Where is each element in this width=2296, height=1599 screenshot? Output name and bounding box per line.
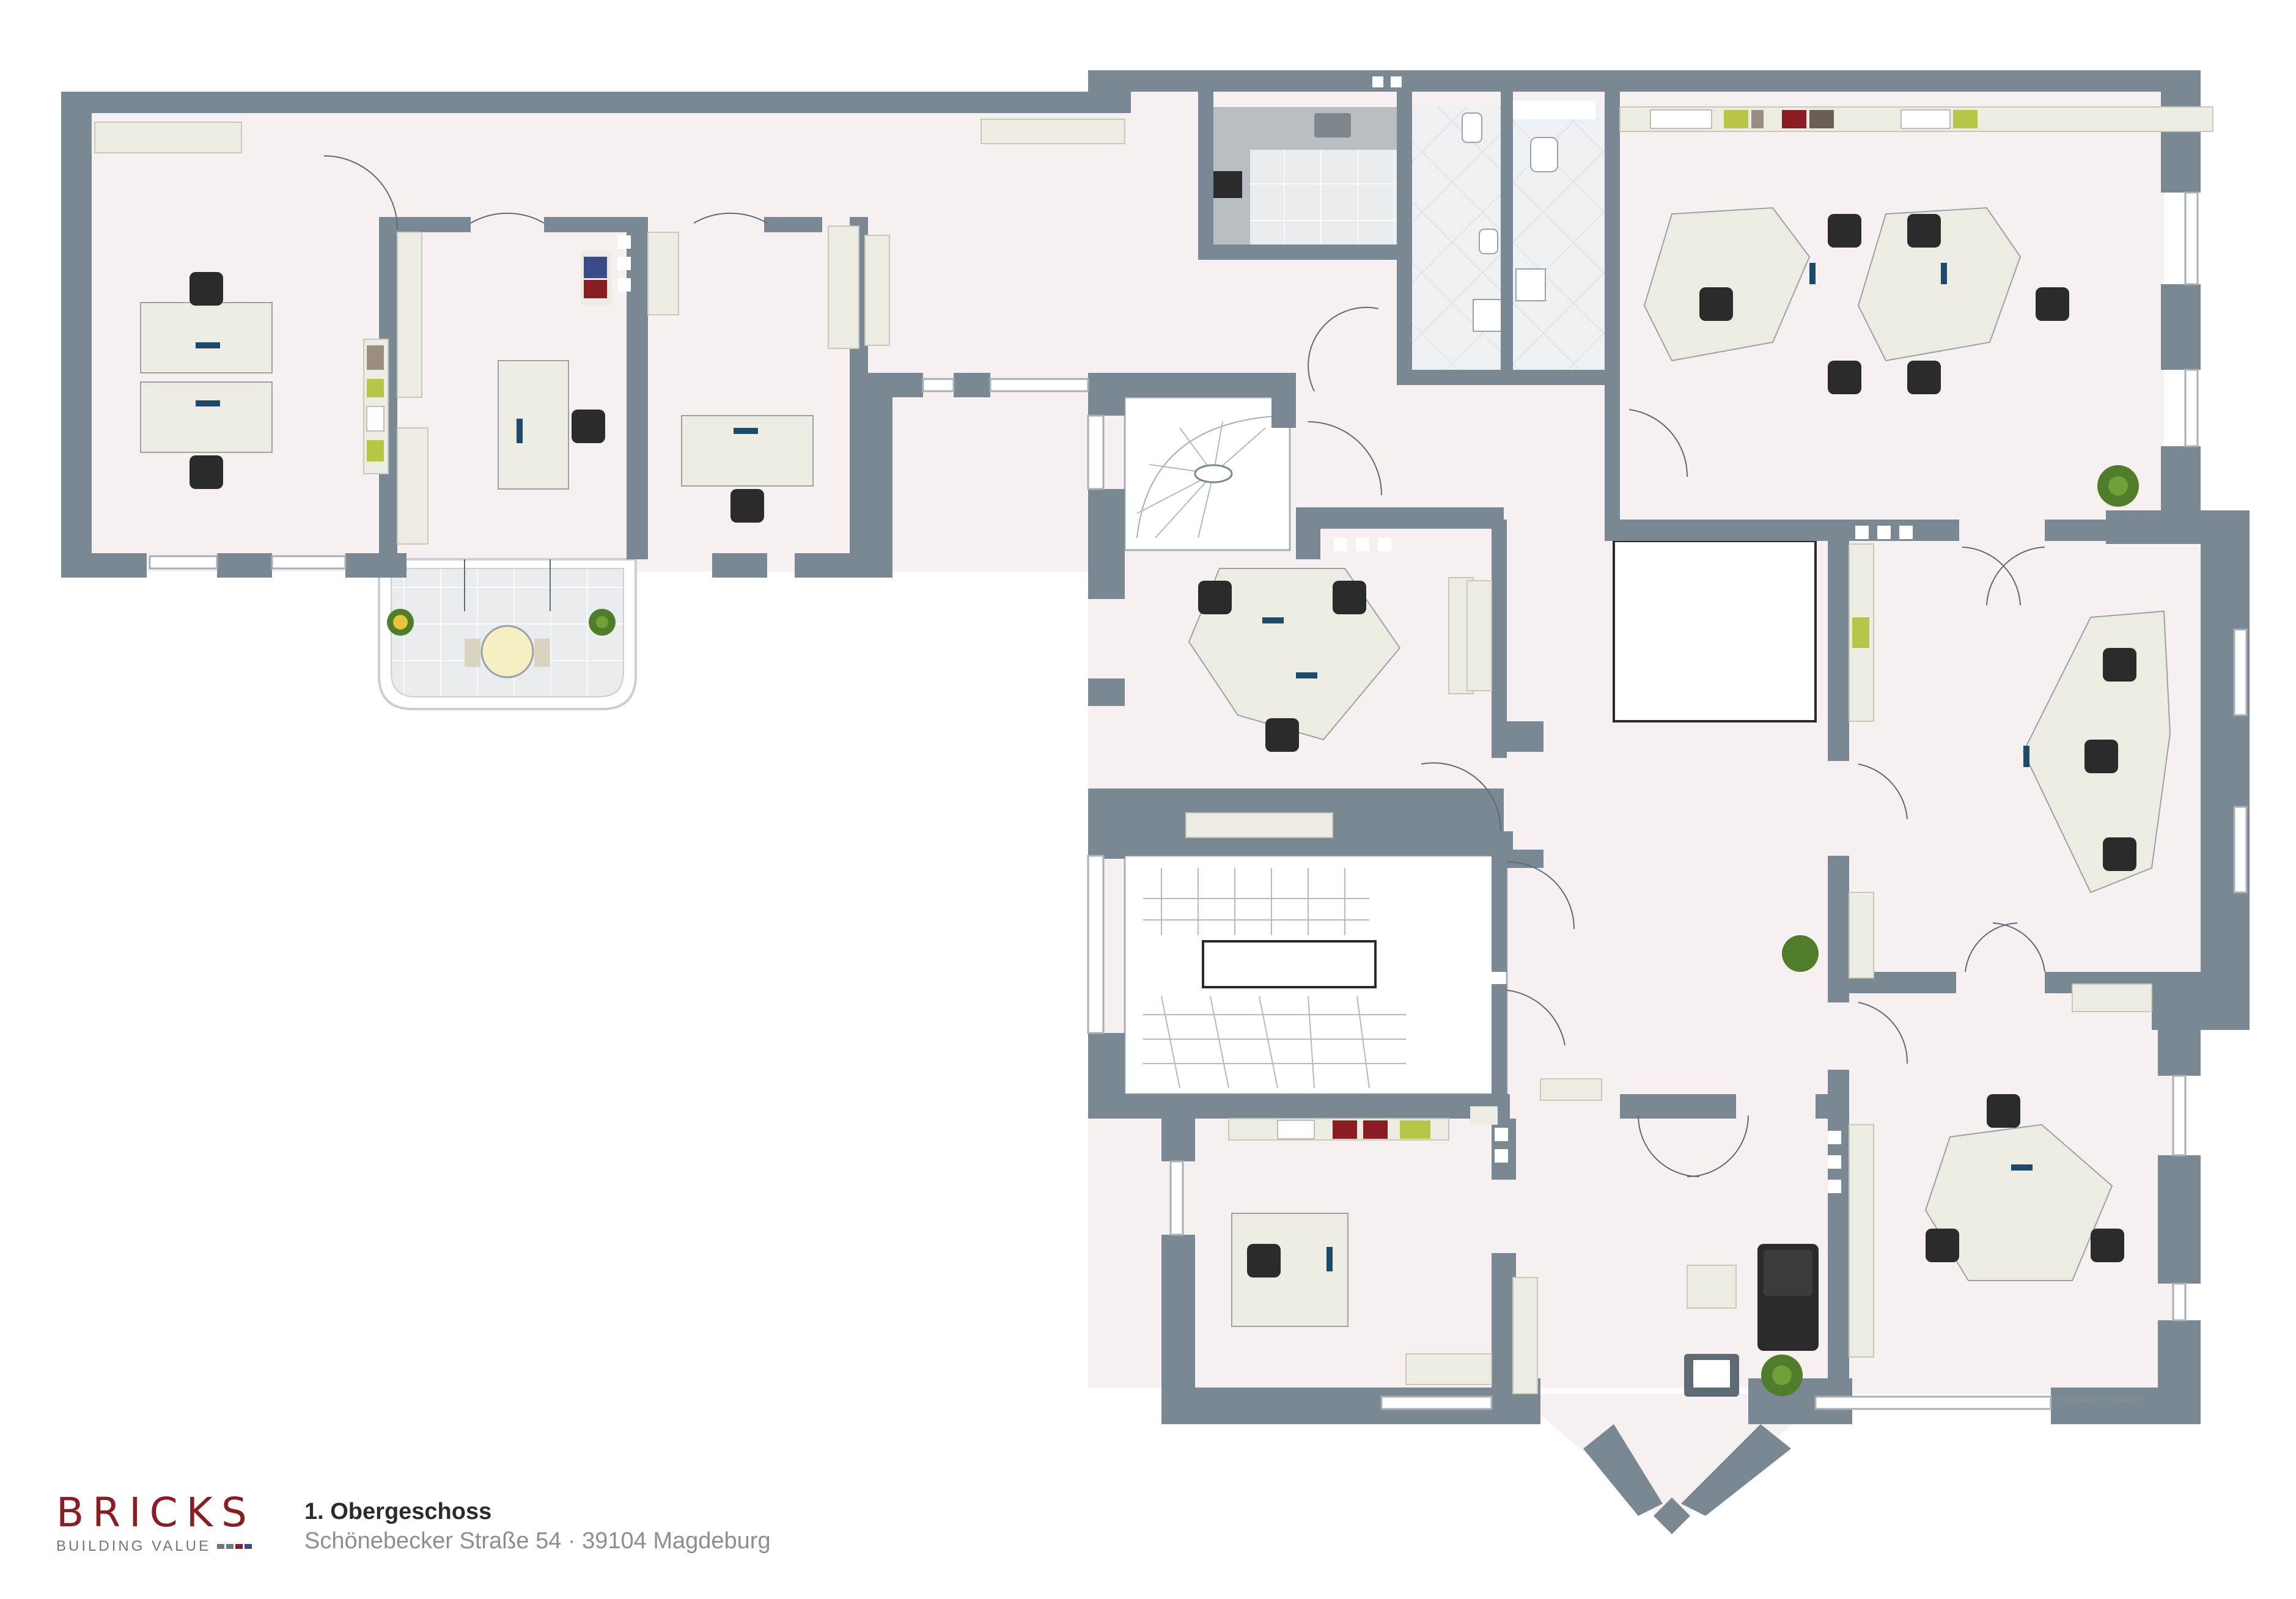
brand-bars-icon — [216, 1544, 252, 1549]
brand-tagline: BUILDING VALUE — [56, 1538, 211, 1554]
balcony — [378, 558, 637, 710]
walls — [61, 70, 2250, 1534]
desks — [140, 207, 2171, 1327]
shelves — [363, 109, 1978, 1394]
kitchen — [1198, 107, 1403, 254]
spiral-staircase — [1124, 396, 1291, 551]
brand-tagline-row: BUILDING VALUE — [56, 1538, 258, 1555]
vents — [617, 76, 1913, 1193]
sideboards — [94, 106, 2213, 1385]
address: Schönebecker Straße 54 · 39104 Magdeburg — [304, 1528, 771, 1554]
monitors — [196, 263, 2033, 1271]
doors — [323, 155, 2045, 1177]
straight-staircase — [1124, 855, 1508, 1095]
brand-logo: BRICKS BUILDING VALUE — [56, 1493, 258, 1555]
illustration-credit: Illustration©immoGrafik — [2056, 1395, 2146, 1403]
chairs — [189, 214, 2136, 1277]
windows — [149, 191, 2248, 1410]
bathrooms — [1412, 107, 1608, 370]
brand-name: BRICKS — [56, 1489, 256, 1536]
plants — [387, 465, 2139, 1396]
floor-label: 1. Obergeschoss — [304, 1499, 492, 1524]
light-well — [1613, 540, 1817, 722]
lounge — [1684, 1244, 1819, 1397]
